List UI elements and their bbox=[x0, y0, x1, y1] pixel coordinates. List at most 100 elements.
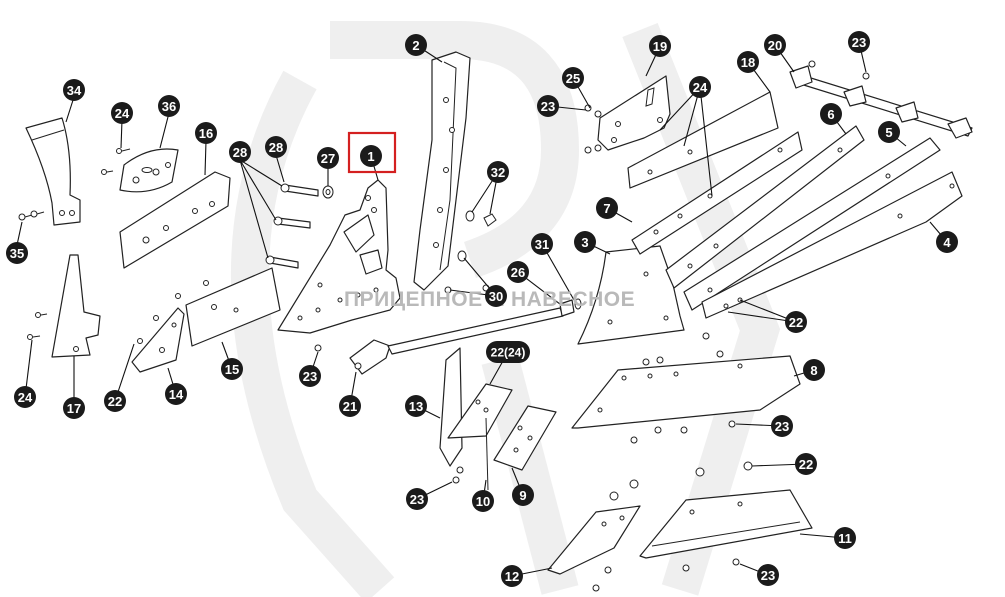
callout-1[interactable]: 1 bbox=[360, 145, 382, 167]
callout-badge[interactable] bbox=[229, 141, 251, 163]
callout-badge[interactable] bbox=[878, 121, 900, 143]
callout-badge[interactable] bbox=[487, 161, 509, 183]
callout-badge[interactable] bbox=[936, 231, 958, 253]
callout-badge[interactable] bbox=[848, 31, 870, 53]
callout-badge[interactable] bbox=[834, 527, 856, 549]
callout-23[interactable]: 23 bbox=[537, 95, 559, 117]
callout-badge[interactable] bbox=[104, 390, 126, 412]
callout-24[interactable]: 24 bbox=[689, 76, 711, 98]
callout-4[interactable]: 4 bbox=[936, 231, 958, 253]
callout-10[interactable]: 10 bbox=[472, 490, 494, 512]
callout-23[interactable]: 23 bbox=[406, 488, 428, 510]
callout-28[interactable]: 28 bbox=[229, 141, 251, 163]
callout-badge[interactable] bbox=[562, 67, 584, 89]
callout-badge[interactable] bbox=[165, 383, 187, 405]
callout-23[interactable]: 23 bbox=[757, 564, 779, 586]
callout-17[interactable]: 17 bbox=[63, 397, 85, 419]
callout-23[interactable]: 23 bbox=[771, 415, 793, 437]
callout-27[interactable]: 27 bbox=[317, 147, 339, 169]
callout-badge[interactable] bbox=[485, 285, 507, 307]
callout-badge[interactable] bbox=[486, 341, 530, 363]
callout-22[interactable]: 22 bbox=[104, 390, 126, 412]
callout-badge[interactable] bbox=[472, 490, 494, 512]
callout-3[interactable]: 3 bbox=[574, 231, 596, 253]
callout-28[interactable]: 28 bbox=[265, 136, 287, 158]
callout-36[interactable]: 36 bbox=[158, 95, 180, 117]
callout-badge[interactable] bbox=[689, 76, 711, 98]
callout-9[interactable]: 9 bbox=[512, 484, 534, 506]
callout-label: 23 bbox=[852, 35, 866, 50]
callout-label: 17 bbox=[67, 401, 81, 416]
callout-6[interactable]: 6 bbox=[820, 103, 842, 125]
callout-30[interactable]: 30 bbox=[485, 285, 507, 307]
callout-19[interactable]: 19 bbox=[649, 35, 671, 57]
callout-34[interactable]: 34 bbox=[63, 79, 85, 101]
callout-22[interactable]: 22 bbox=[795, 453, 817, 475]
callout-badge[interactable] bbox=[299, 365, 321, 387]
callout-21[interactable]: 21 bbox=[339, 395, 361, 417]
callout-badge[interactable] bbox=[501, 565, 523, 587]
callout-badge[interactable] bbox=[507, 261, 529, 283]
callout-badge[interactable] bbox=[195, 122, 217, 144]
callout-23[interactable]: 23 bbox=[299, 365, 321, 387]
callout-badge[interactable] bbox=[771, 415, 793, 437]
callout-badge[interactable] bbox=[737, 51, 759, 73]
callout-badge[interactable] bbox=[360, 145, 382, 167]
callout-badge[interactable] bbox=[803, 359, 825, 381]
part-8-share bbox=[571, 355, 801, 429]
callout-23[interactable]: 23 bbox=[848, 31, 870, 53]
callout-22[interactable]: 22 bbox=[785, 311, 807, 333]
callout-badge[interactable] bbox=[757, 564, 779, 586]
callout-32[interactable]: 32 bbox=[487, 161, 509, 183]
callout-label: 24 bbox=[115, 106, 130, 121]
callout-8[interactable]: 8 bbox=[803, 359, 825, 381]
callout-badge[interactable] bbox=[63, 79, 85, 101]
callout-35[interactable]: 35 bbox=[6, 242, 28, 264]
callout-15[interactable]: 15 bbox=[221, 358, 243, 380]
callout-11[interactable]: 11 bbox=[834, 527, 856, 549]
callout-badge[interactable] bbox=[265, 136, 287, 158]
callout-badge[interactable] bbox=[531, 233, 553, 255]
callout-badge[interactable] bbox=[537, 95, 559, 117]
callout-26[interactable]: 26 bbox=[507, 261, 529, 283]
callout-badge[interactable] bbox=[111, 102, 133, 124]
callout-31[interactable]: 31 bbox=[531, 233, 553, 255]
part-35-bolts bbox=[18, 210, 45, 221]
callout-badge[interactable] bbox=[405, 34, 427, 56]
callout-badge[interactable] bbox=[405, 395, 427, 417]
callout-label: 35 bbox=[10, 246, 24, 261]
callout-badge[interactable] bbox=[596, 197, 618, 219]
callout-badge[interactable] bbox=[158, 95, 180, 117]
callout-24[interactable]: 24 bbox=[14, 386, 36, 408]
callout-25[interactable]: 25 bbox=[562, 67, 584, 89]
callout-badge[interactable] bbox=[14, 386, 36, 408]
callout-badge[interactable] bbox=[820, 103, 842, 125]
callout-badge[interactable] bbox=[406, 488, 428, 510]
callout-badge[interactable] bbox=[512, 484, 534, 506]
part-26-31-bushings bbox=[559, 298, 582, 317]
callout-18[interactable]: 18 bbox=[737, 51, 759, 73]
callout-badge[interactable] bbox=[785, 311, 807, 333]
callout-5[interactable]: 5 bbox=[878, 121, 900, 143]
callout-7[interactable]: 7 bbox=[596, 197, 618, 219]
callout-badge[interactable] bbox=[795, 453, 817, 475]
callout-badge[interactable] bbox=[339, 395, 361, 417]
part-27-washer bbox=[322, 185, 334, 199]
part-2-frame-post bbox=[413, 51, 471, 291]
callout-badge[interactable] bbox=[649, 35, 671, 57]
callout-13[interactable]: 13 bbox=[405, 395, 427, 417]
callout-14[interactable]: 14 bbox=[165, 383, 187, 405]
callout-badge[interactable] bbox=[574, 231, 596, 253]
callout-22-24[interactable]: 22(24) bbox=[486, 341, 530, 363]
callout-24[interactable]: 24 bbox=[111, 102, 133, 124]
callout-badge[interactable] bbox=[317, 147, 339, 169]
callout-badge[interactable] bbox=[764, 34, 786, 56]
callout-label: 3 bbox=[581, 235, 588, 250]
callout-badge[interactable] bbox=[63, 397, 85, 419]
callout-badge[interactable] bbox=[6, 242, 28, 264]
callout-20[interactable]: 20 bbox=[764, 34, 786, 56]
callout-2[interactable]: 2 bbox=[405, 34, 427, 56]
callout-badge[interactable] bbox=[221, 358, 243, 380]
callout-16[interactable]: 16 bbox=[195, 122, 217, 144]
callout-12[interactable]: 12 bbox=[501, 565, 523, 587]
